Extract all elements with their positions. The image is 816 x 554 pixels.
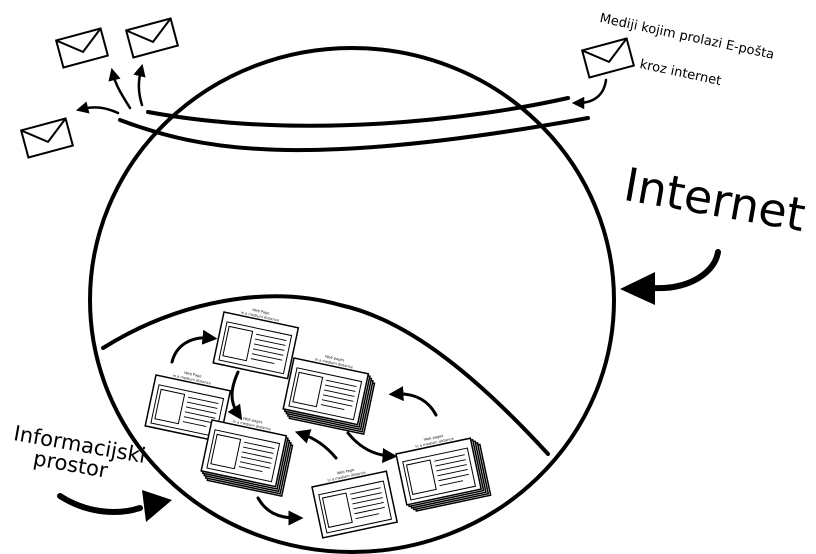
svg-text:Web pages: Web pages bbox=[423, 434, 443, 442]
web-page-stack: Web pages in a medium distance bbox=[394, 434, 491, 513]
information-space-arrow-head bbox=[142, 490, 172, 522]
link-arrow bbox=[388, 386, 438, 417]
link-arrow bbox=[294, 429, 338, 460]
link-arrow bbox=[256, 496, 304, 526]
information-space-arrow bbox=[57, 493, 143, 515]
web-page-stack: Web pages in a medium distance bbox=[200, 416, 297, 496]
envelope-icon bbox=[581, 37, 635, 79]
email-arrow bbox=[108, 67, 132, 110]
internet-arrow bbox=[649, 249, 721, 292]
link-arrow bbox=[227, 370, 243, 421]
email-arrow bbox=[571, 78, 608, 110]
internet-label: Internet bbox=[620, 157, 809, 242]
information-space-boundary bbox=[101, 294, 550, 456]
web-page: Web Page in a medium distance bbox=[311, 468, 398, 539]
svg-text:Web pages: Web pages bbox=[243, 416, 263, 424]
link-arrow bbox=[170, 329, 218, 364]
web-page: Web Page in a medium distance bbox=[212, 308, 300, 380]
internet-arrow-head bbox=[620, 272, 655, 305]
envelope-icon bbox=[20, 117, 74, 159]
media-label-line2: kroz internet bbox=[638, 57, 722, 89]
link-arrow bbox=[346, 431, 398, 464]
svg-text:Web pages: Web pages bbox=[325, 354, 345, 362]
web-page-stack: Web pages in a medium distance bbox=[282, 354, 379, 434]
email-arrow bbox=[75, 101, 120, 115]
envelope-icon bbox=[125, 17, 179, 59]
email-medium-line-top bbox=[146, 96, 570, 128]
email-medium-line-bottom bbox=[118, 116, 590, 153]
internet-globe bbox=[88, 46, 616, 554]
svg-text:Web Page: Web Page bbox=[252, 308, 271, 316]
envelope-icon bbox=[55, 27, 109, 69]
email-arrow bbox=[133, 63, 146, 107]
svg-text:Web Page: Web Page bbox=[336, 468, 355, 476]
svg-text:Web Page: Web Page bbox=[184, 371, 203, 379]
